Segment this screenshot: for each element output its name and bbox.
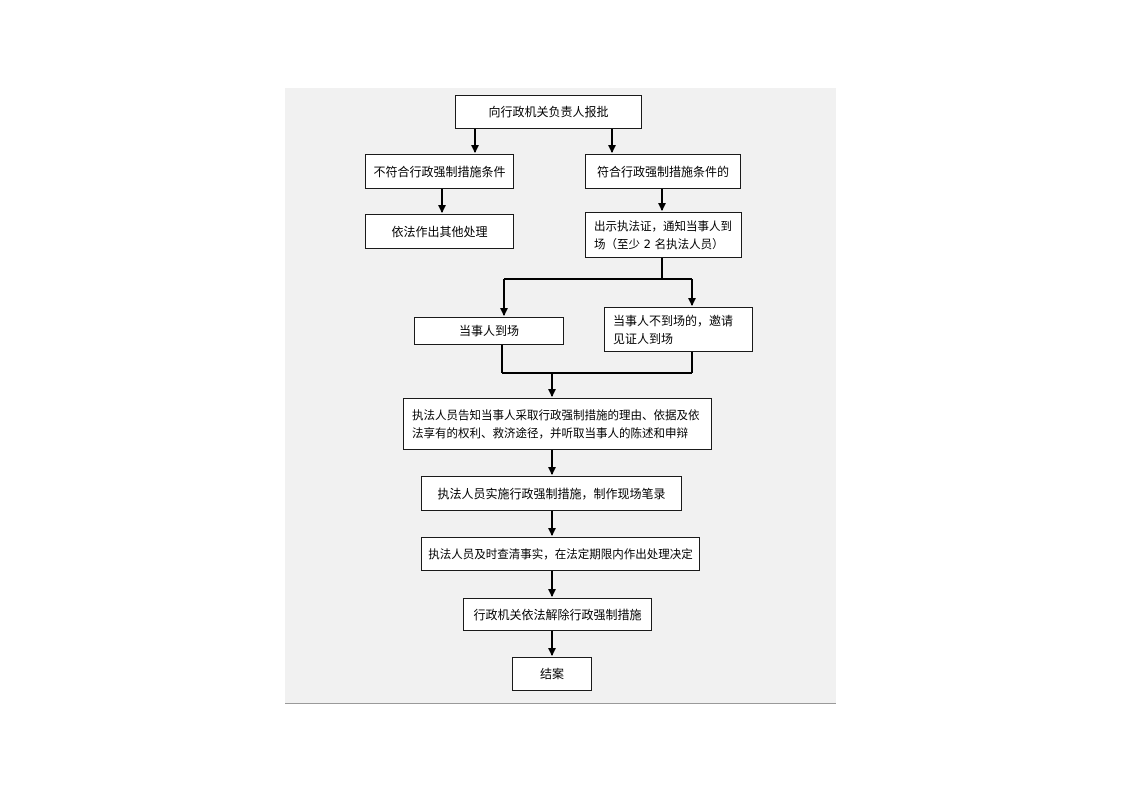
node-party-present: 当事人到场 [414, 317, 564, 345]
node-close-case: 结案 [512, 657, 592, 691]
node-report-to-leader: 向行政机关负责人报批 [455, 95, 642, 129]
node-conditions-met: 符合行政强制措施条件的 [585, 154, 741, 189]
node-show-certificate: 出示执法证，通知当事人到场（至少 2 名执法人员） [585, 212, 742, 258]
node-implement-measures: 执法人员实施行政强制措施，制作现场笔录 [421, 476, 682, 511]
node-release-measures: 行政机关依法解除行政强制措施 [463, 598, 652, 631]
node-inform-party: 执法人员告知当事人采取行政强制措施的理由、依据及依法享有的权利、救济途径，并听取… [403, 398, 712, 450]
node-other-handling: 依法作出其他处理 [365, 214, 514, 249]
node-conditions-not-met: 不符合行政强制措施条件 [365, 154, 514, 189]
node-party-absent: 当事人不到场的，邀请见证人到场 [604, 307, 753, 352]
node-investigate-decide: 执法人员及时查清事实，在法定期限内作出处理决定 [421, 537, 700, 571]
